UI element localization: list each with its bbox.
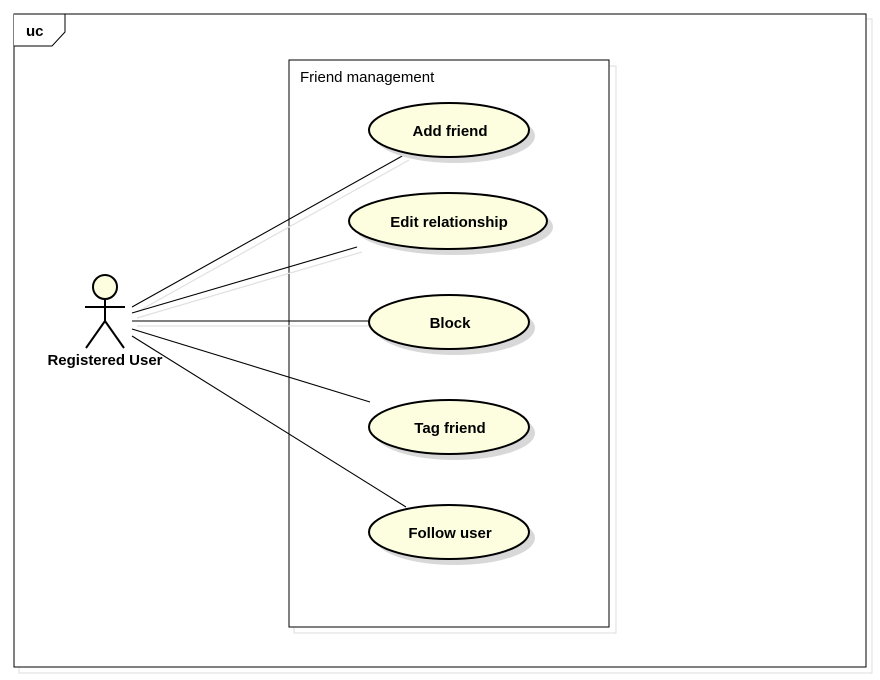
- actor-right-leg: [104, 320, 125, 349]
- use-case-ellipse: [348, 192, 548, 250]
- system-name: Friend management: [300, 69, 435, 86]
- use-case-add-friend[interactable]: Add friend: [368, 102, 535, 163]
- use-case-label: Follow user: [408, 525, 492, 542]
- use-case-ellipse: [368, 399, 530, 455]
- association-shadows: [136, 159, 410, 327]
- use-case-ellipse: [368, 102, 530, 158]
- association-add-friend[interactable]: [131, 154, 405, 308]
- frame-label: uc: [26, 23, 44, 40]
- actor-registered-user[interactable]: [85, 274, 125, 349]
- use-case-ellipse: [368, 504, 530, 560]
- use-case-tag-friend[interactable]: Tag friend: [368, 399, 535, 460]
- use-case-label: Tag friend: [414, 420, 485, 437]
- use-case-label: Block: [430, 315, 472, 332]
- actor-head: [92, 274, 118, 300]
- use-case-block[interactable]: Block: [368, 294, 535, 355]
- actor-left-leg: [85, 320, 106, 349]
- use-case-edit-relationship[interactable]: Edit relationship: [348, 192, 553, 255]
- association-edit-relationship[interactable]: [131, 246, 358, 314]
- association-tag-friend[interactable]: [131, 328, 371, 403]
- actor-name: Registered User: [47, 352, 162, 369]
- frame-label-tab: [14, 13, 66, 47]
- use-case-ellipse: [368, 294, 530, 350]
- association-follow-user[interactable]: [131, 335, 407, 508]
- use-case-label: Add friend: [413, 123, 488, 140]
- use-case-follow-user[interactable]: Follow user: [368, 504, 535, 565]
- use-case-label: Edit relationship: [390, 214, 508, 231]
